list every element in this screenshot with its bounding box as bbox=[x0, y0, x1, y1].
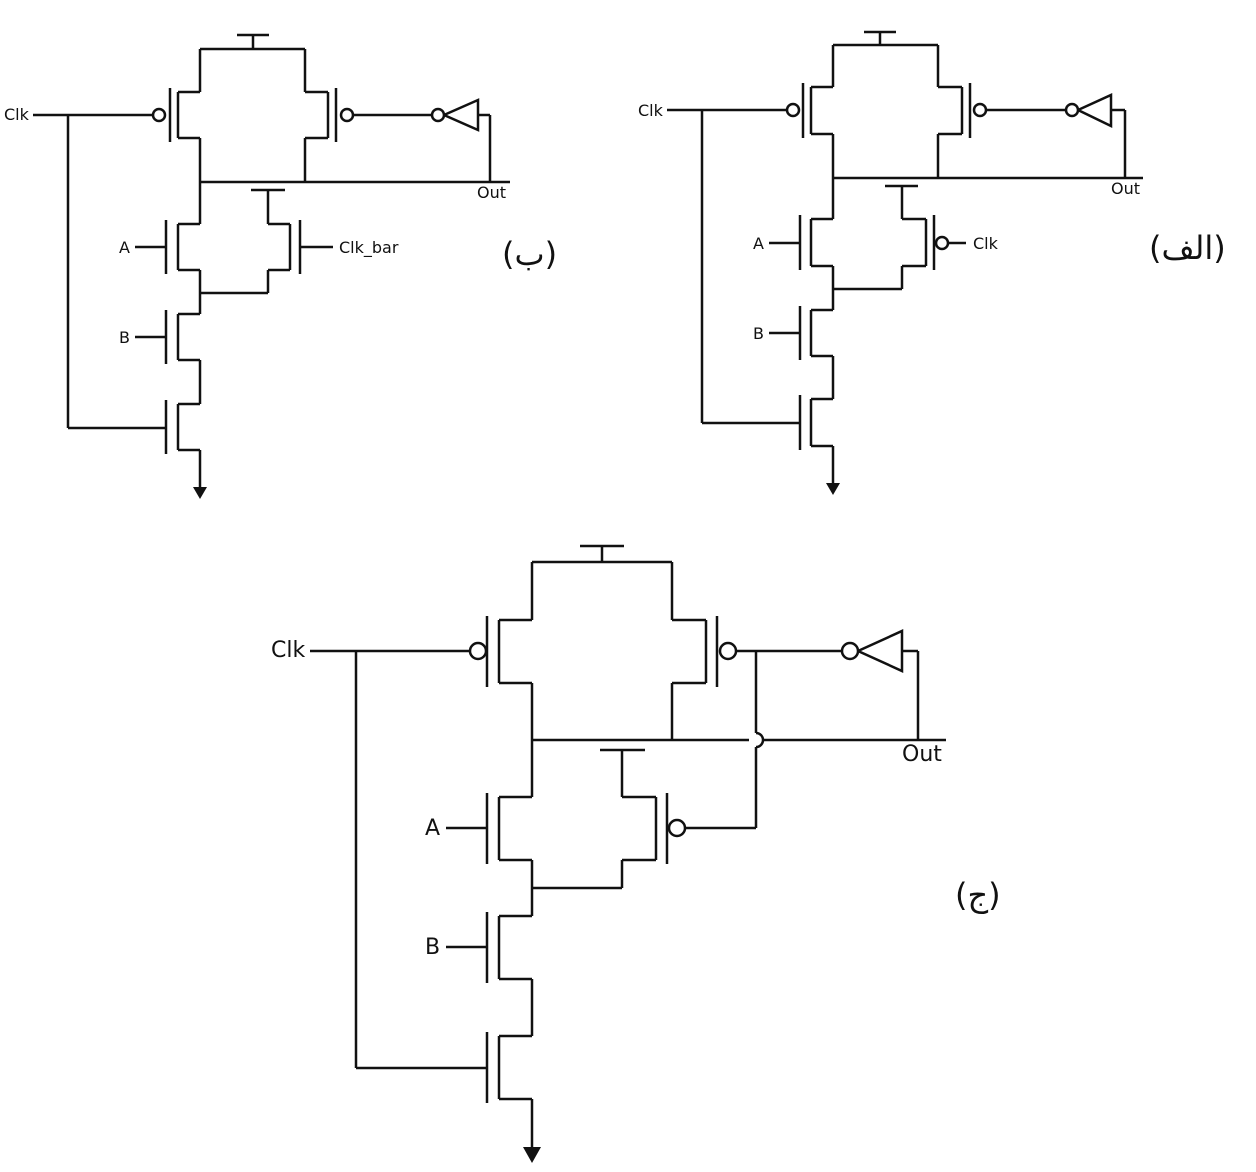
inverter bbox=[854, 629, 904, 673]
b-label: B bbox=[119, 328, 130, 347]
ground-arrow bbox=[826, 483, 840, 495]
b-label: B bbox=[425, 935, 440, 960]
ground-arrow bbox=[193, 487, 207, 499]
out-label: Out bbox=[1111, 179, 1140, 198]
a-label: A bbox=[753, 234, 764, 253]
caption-b: (ب) bbox=[502, 235, 557, 273]
a-label: A bbox=[425, 816, 440, 841]
clk-label: Clk bbox=[638, 101, 664, 120]
clk-bar-label: Clk_bar bbox=[339, 238, 399, 258]
out-label: Out bbox=[477, 183, 506, 202]
clk-label: Clk bbox=[4, 105, 30, 124]
circuit-alef: Clk Out A B Clk (الف) bbox=[638, 30, 1226, 495]
b-label: B bbox=[753, 324, 764, 343]
ground-arrow bbox=[523, 1147, 541, 1163]
inverter bbox=[440, 98, 480, 132]
a-label: A bbox=[119, 238, 130, 257]
out-label: Out bbox=[902, 742, 942, 767]
caption-jim: (ج) bbox=[955, 876, 1001, 914]
circuit-jim: Clk Out A B (ج) bbox=[271, 544, 1001, 1163]
inverter bbox=[1075, 93, 1113, 128]
caption-alef: (الف) bbox=[1149, 229, 1226, 267]
clk-keeper-label: Clk bbox=[973, 234, 999, 253]
circuit-b: Clk Out A B Clk_bar (ب) bbox=[4, 33, 557, 499]
clk-label: Clk bbox=[271, 638, 305, 663]
